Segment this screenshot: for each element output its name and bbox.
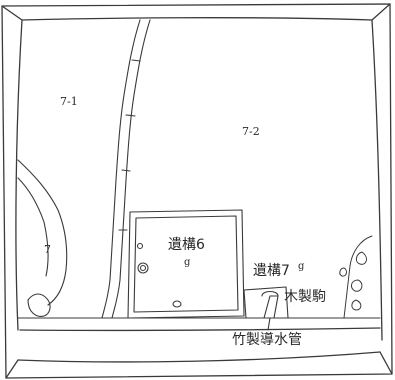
pit-outline [1,3,393,379]
stone-cluster [339,235,373,319]
feature-6-label: 遺構6 [168,237,205,253]
section-7-2-label: 7-2 [242,125,260,138]
feature-7-g-label: g [298,261,305,272]
bamboo-pipe-label: 竹製導水管 [232,332,302,348]
wooden-stake-label: 木製駒 [284,289,326,305]
division-lines [17,19,151,319]
feature-7-label: 遺構7 [253,263,290,279]
feature-6-outline [127,209,245,319]
feature-7-outline [243,286,289,331]
feature-6-g-label: g [184,257,191,268]
section-7-1-label: 7-1 [60,95,78,108]
section-7-label: 7 [44,243,51,256]
